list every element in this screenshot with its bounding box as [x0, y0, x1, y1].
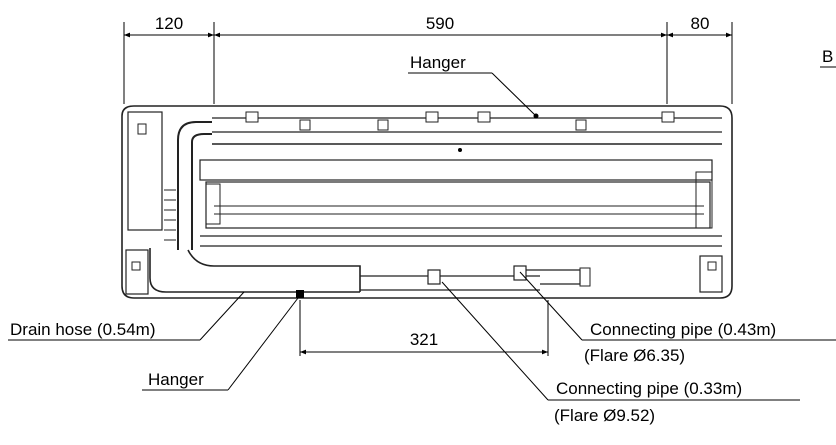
- flare-fitting-635: [513, 265, 527, 281]
- dim-pipe-spacing: 321: [410, 330, 438, 349]
- drain-hose-shape: [149, 248, 360, 293]
- edge-letter: B: [822, 47, 833, 66]
- dim-left-value: 120: [155, 14, 183, 33]
- left-pipe-bend: [177, 121, 212, 250]
- label-pipe-043: Connecting pipe (0.43m): [590, 320, 776, 339]
- label-pipe-033: Connecting pipe (0.33m): [556, 379, 742, 398]
- callout-hanger-bottom: Hanger: [142, 297, 299, 391]
- bottom-hanger-marker: [296, 290, 304, 298]
- label-hanger-bottom: Hanger: [148, 370, 204, 389]
- chassis-upper-rail: [199, 159, 713, 181]
- left-screw-icon: [137, 123, 147, 135]
- flare-fitting-952: [427, 269, 441, 285]
- label-pipe-043-flare: (Flare Ø6.35): [584, 346, 685, 365]
- fan-housing: [205, 181, 711, 229]
- callout-drain-hose: Drain hose (0.54m): [8, 291, 245, 341]
- label-pipe-033-flare: (Flare Ø9.52): [554, 406, 655, 425]
- dim-center-value: 590: [426, 14, 454, 33]
- unit-outline: [121, 105, 733, 299]
- left-compartment: [127, 111, 163, 231]
- dim-right-value: 80: [691, 14, 710, 33]
- pipe-spacing-dimension: 321: [299, 300, 549, 356]
- callout-pipe-043: Connecting pipe (0.43m) (Flare Ø6.35): [519, 271, 836, 365]
- label-drain-hose: Drain hose (0.54m): [10, 320, 156, 339]
- callout-hanger-top: Hanger: [408, 53, 537, 117]
- label-hanger-top: Hanger: [410, 53, 466, 72]
- top-hanger-tabs: [245, 111, 675, 131]
- callout-pipe-033: Connecting pipe (0.33m) (Flare Ø9.52): [441, 281, 800, 425]
- top-dimension-chain: 120 590 80: [123, 14, 733, 104]
- indoor-unit-body: [121, 105, 733, 299]
